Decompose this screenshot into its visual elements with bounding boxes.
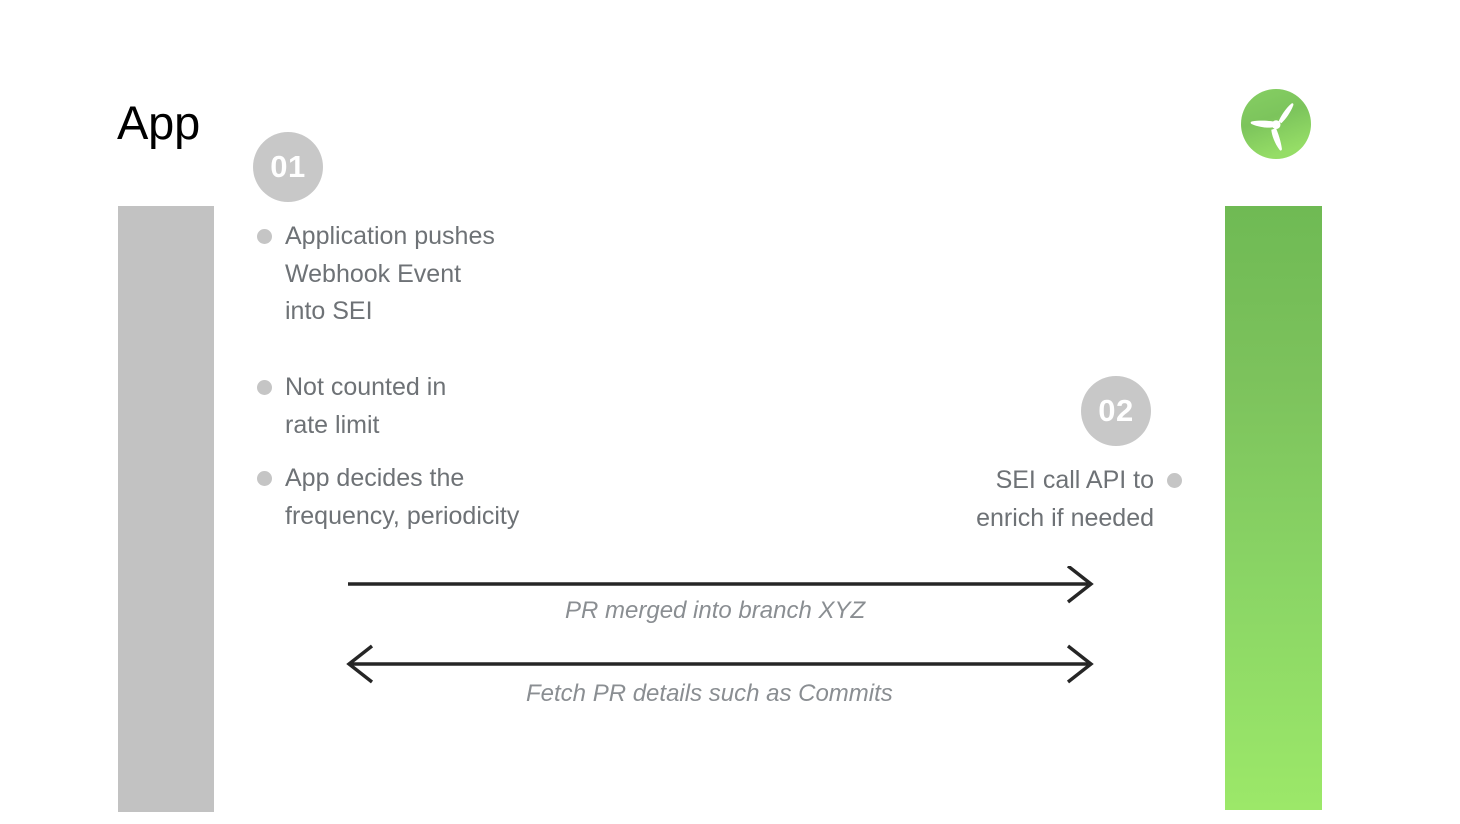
page-title: App [117, 96, 201, 149]
bullet-dot-icon [257, 380, 272, 395]
bullet-dot-icon [1167, 473, 1182, 488]
message-label: PR merged into branch XYZ [565, 597, 866, 624]
bullet-text: Not counted in rate limit [285, 373, 447, 439]
step-badge-01: 01 [253, 132, 323, 202]
bullet-dot-icon [257, 229, 272, 244]
bullet-item: Application pushes Webhook Event into SE… [257, 218, 495, 331]
bullet-text: SEI call API to enrich if needed [976, 466, 1154, 532]
harness-propeller-logo-icon [1240, 88, 1312, 160]
bullet-text: Application pushes Webhook Event into SE… [285, 222, 495, 325]
bullet-dot-icon [257, 471, 272, 486]
step-badge-02: 02 [1081, 376, 1151, 446]
bullet-item: SEI call API to enrich if needed [930, 462, 1182, 537]
message-arrow-forward [340, 566, 1100, 608]
bullet-item: Not counted in rate limit [257, 369, 446, 444]
bullet-text: App decides the frequency, periodicity [285, 464, 520, 530]
lane-bar-app [118, 206, 214, 812]
lane-bar-sei [1225, 206, 1322, 810]
message-arrow-bidirectional [340, 644, 1100, 688]
bullet-item: App decides the frequency, periodicity [257, 460, 519, 535]
message-label: Fetch PR details such as Commits [526, 680, 893, 707]
